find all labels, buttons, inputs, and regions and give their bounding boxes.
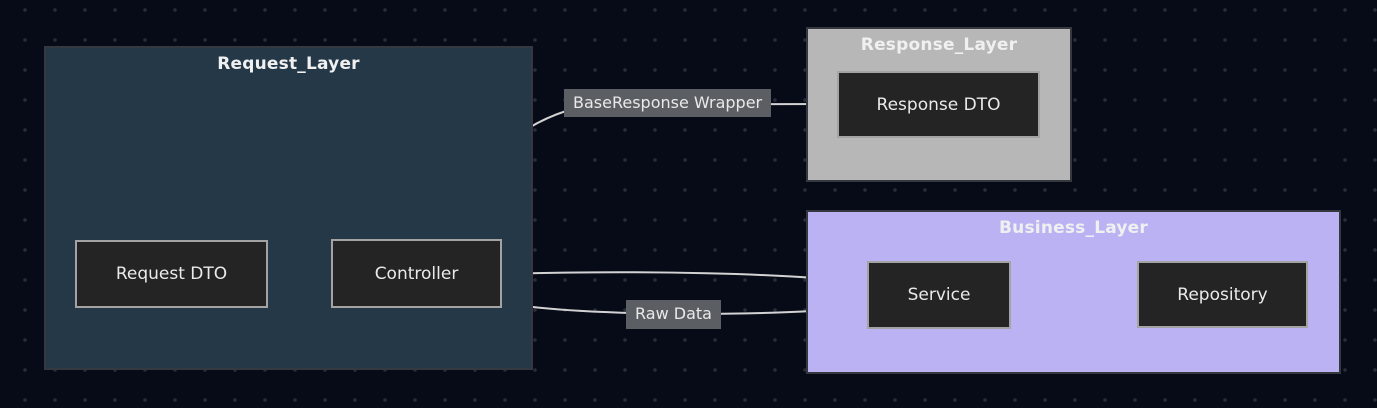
node-request-dto-label: Request DTO bbox=[115, 264, 228, 284]
edge-label-baseresponse-wrapper: BaseResponse Wrapper bbox=[564, 89, 772, 117]
cluster-request-layer: Request_Layer Request DTO Controller bbox=[44, 46, 533, 370]
cluster-title-business-layer: Business_Layer bbox=[999, 218, 1148, 238]
cluster-response-layer: Response_Layer Response DTO bbox=[806, 27, 1072, 182]
node-controller: Controller bbox=[331, 239, 502, 308]
edge-label-raw-data: Raw Data bbox=[626, 300, 721, 329]
node-service: Service bbox=[867, 261, 1011, 329]
node-response-dto-label: Response DTO bbox=[876, 94, 1001, 115]
cluster-title-request-layer: Request_Layer bbox=[217, 54, 360, 74]
node-service-label: Service bbox=[907, 285, 971, 305]
node-repository-label: Repository bbox=[1177, 284, 1268, 305]
node-request-dto: Request DTO bbox=[75, 240, 268, 308]
cluster-business-layer: Business_Layer Service Repository bbox=[806, 210, 1341, 374]
cluster-title-response-layer: Response_Layer bbox=[860, 35, 1018, 55]
node-repository: Repository bbox=[1137, 261, 1308, 328]
node-response-dto: Response DTO bbox=[837, 71, 1040, 138]
node-controller-label: Controller bbox=[374, 263, 459, 284]
